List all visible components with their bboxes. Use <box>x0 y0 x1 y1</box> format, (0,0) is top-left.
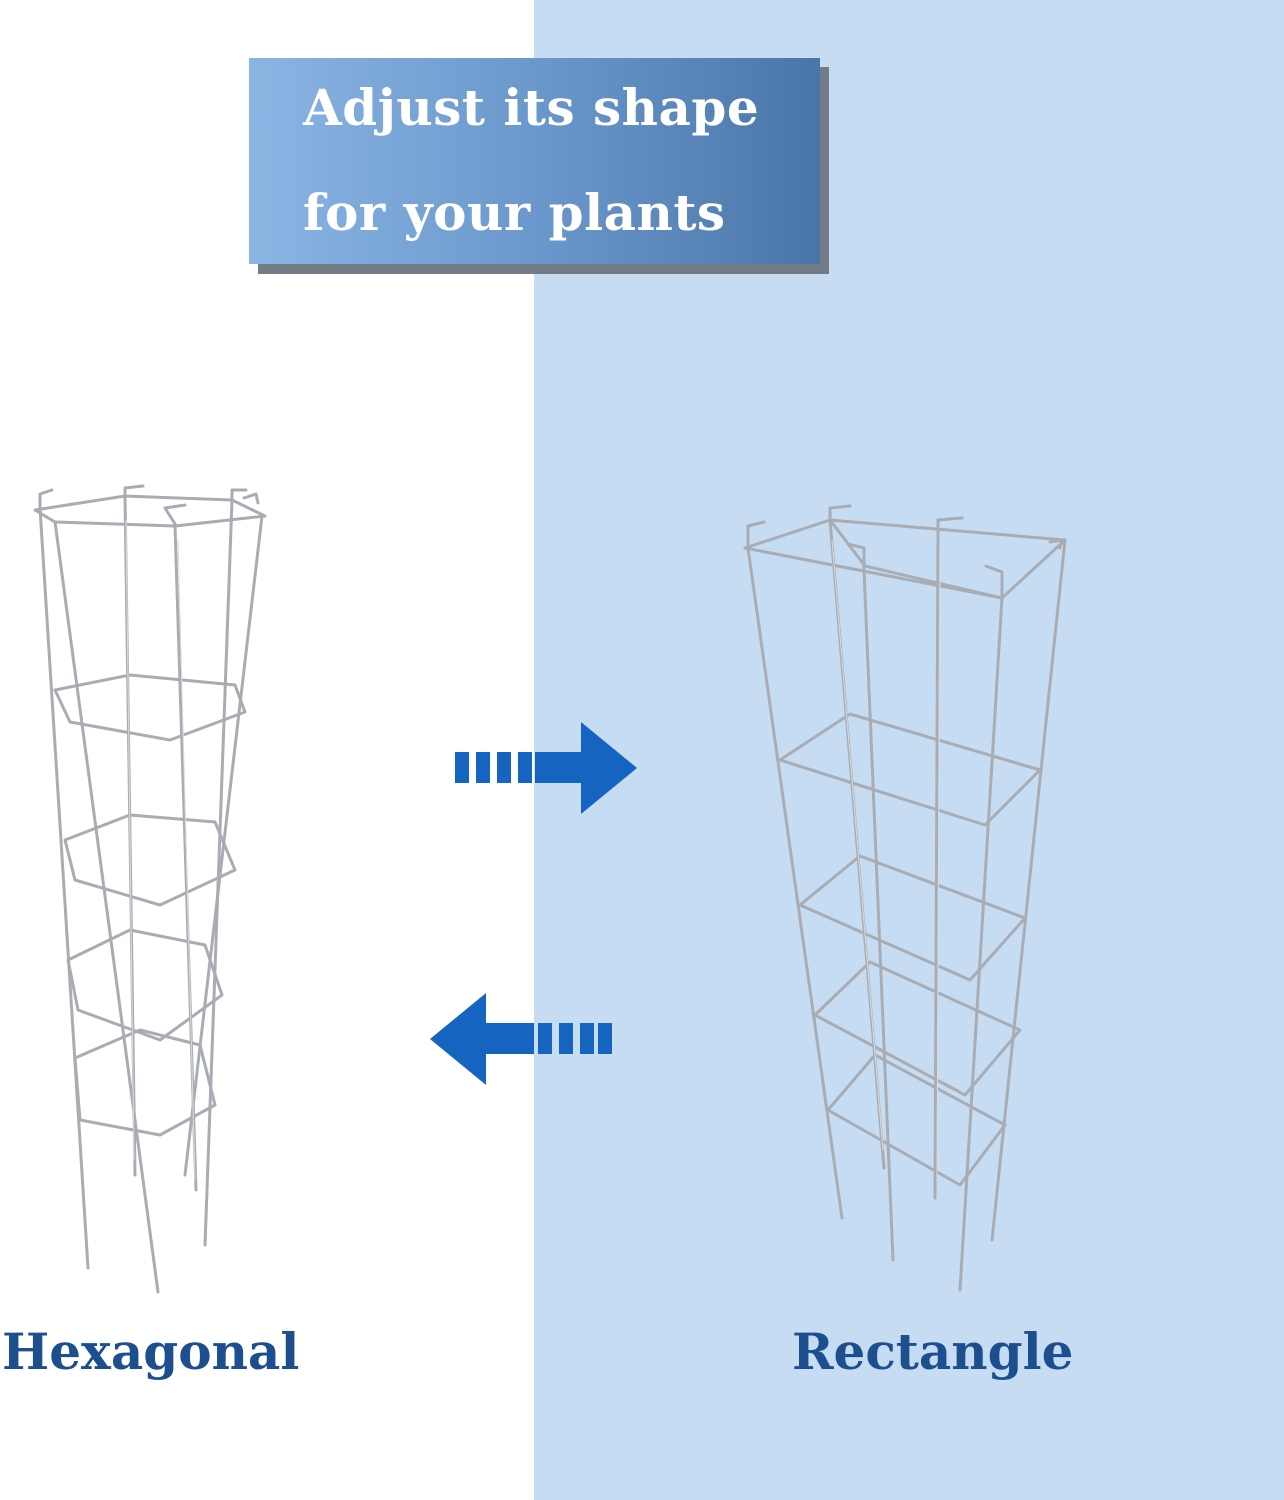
hexagonal-label: Hexagonal <box>2 1322 300 1381</box>
dashed-arrow-right-icon <box>455 722 637 814</box>
dashed-arrow-left-icon <box>430 993 612 1085</box>
headline-banner: Adjust its shape for your plants <box>249 58 820 264</box>
headline-line-2: for your plants <box>303 183 726 242</box>
rectangle-label: Rectangle <box>792 1322 1074 1381</box>
headline-line-1: Adjust its shape <box>303 78 760 137</box>
